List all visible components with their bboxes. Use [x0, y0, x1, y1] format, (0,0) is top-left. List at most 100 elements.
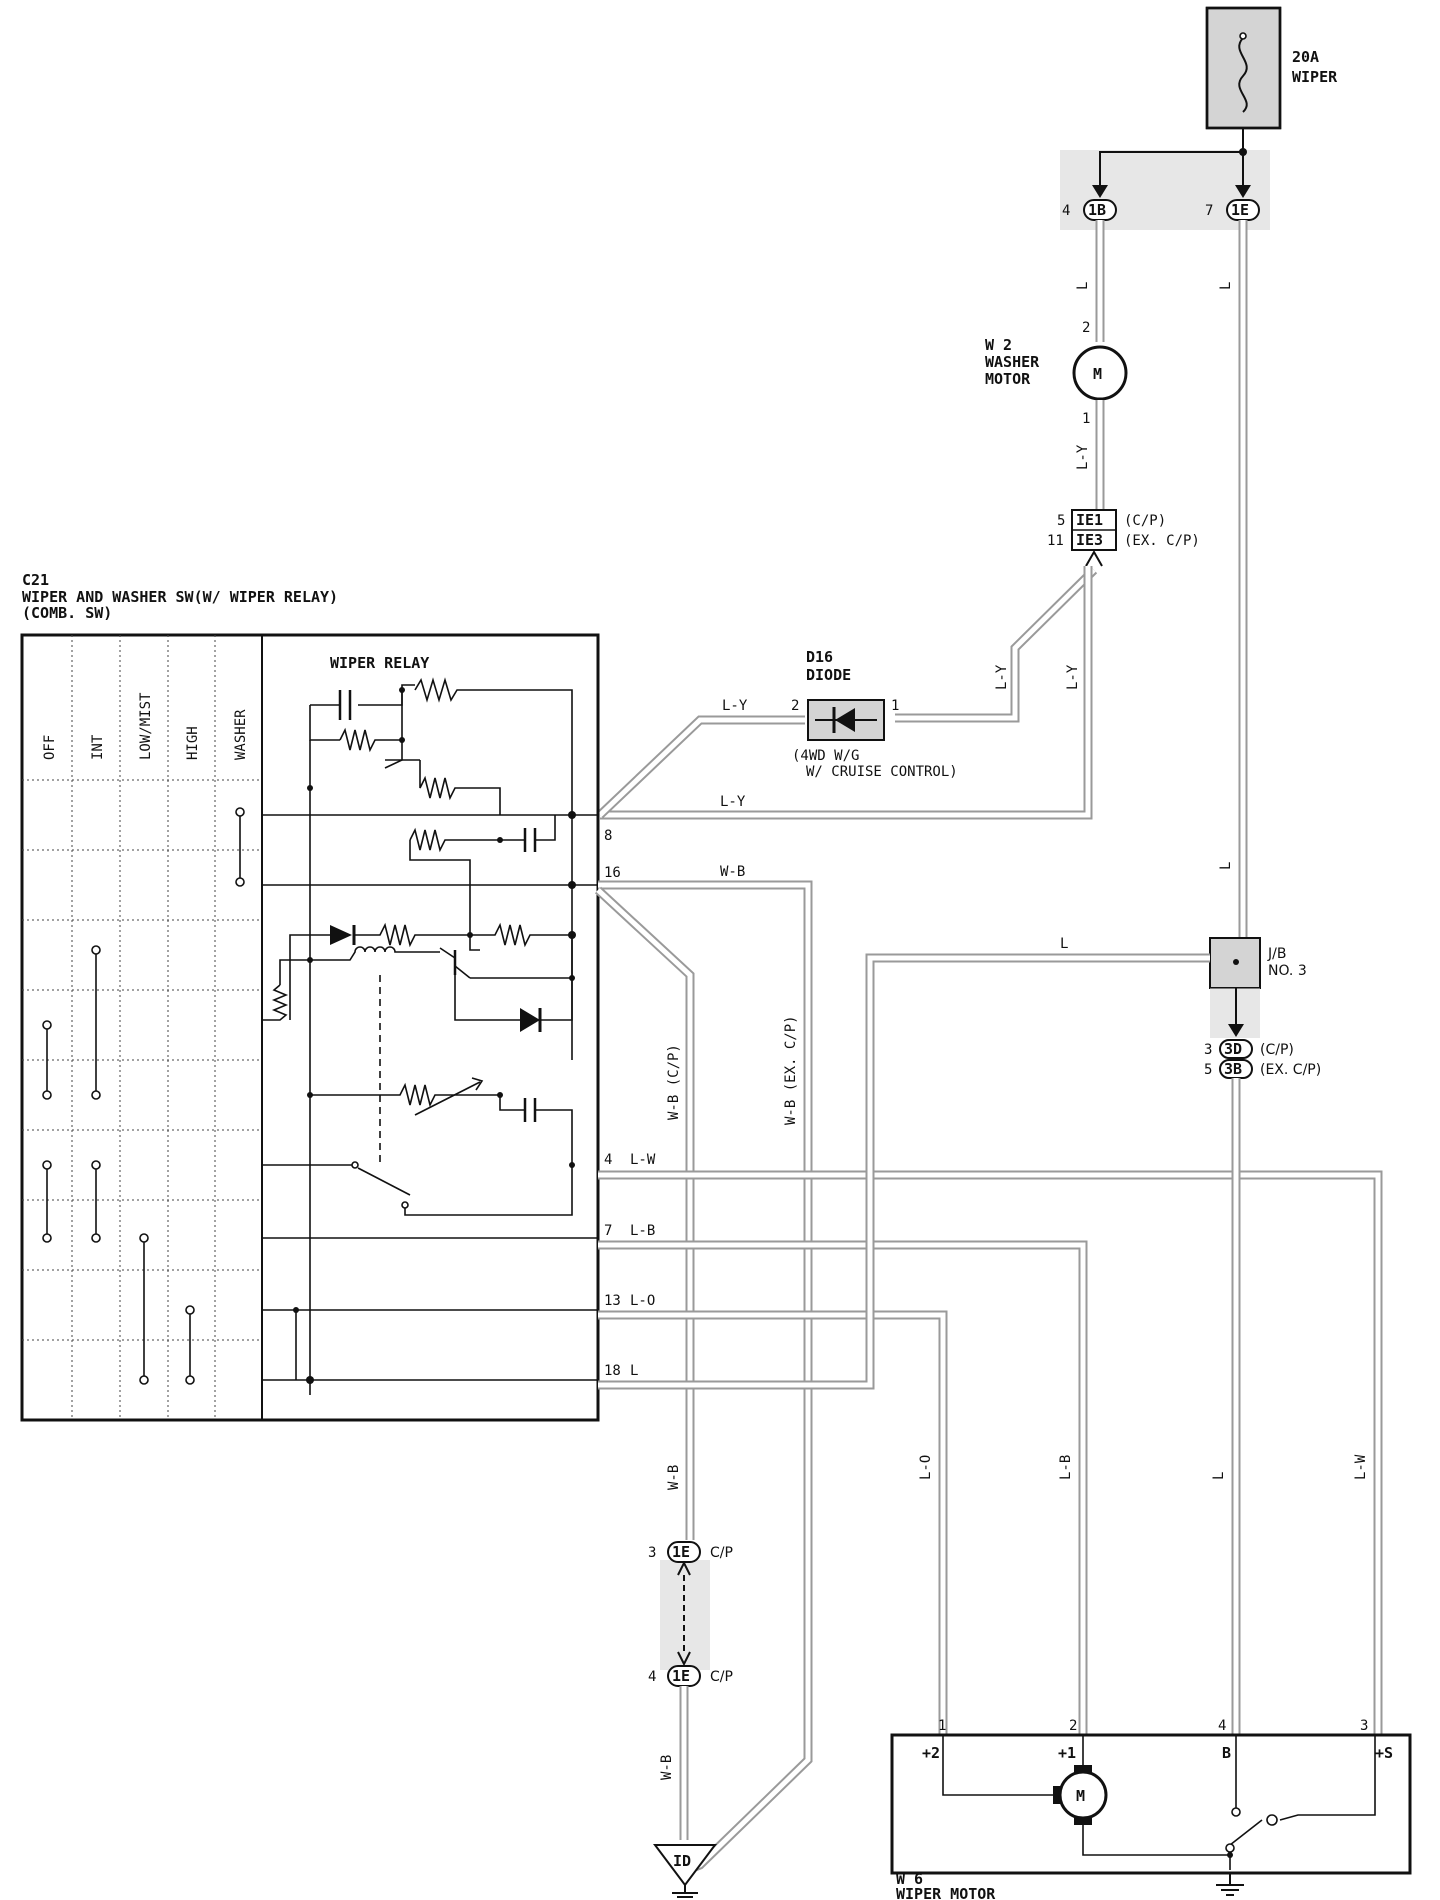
svg-text:1: 1	[938, 1718, 946, 1734]
wire-label-lo: L-O	[918, 1455, 934, 1480]
wire-label-wb-excp: W-B (EX. C/P)	[783, 1015, 799, 1125]
svg-text:2: 2	[1069, 1718, 1077, 1734]
switch-col-high: HIGH	[185, 726, 201, 760]
svg-text:D16: D16	[806, 648, 833, 666]
svg-text:2: 2	[791, 698, 799, 714]
wire-label-wb-2: W-B	[666, 1465, 682, 1490]
svg-text:NO. 3: NO. 3	[1268, 963, 1307, 979]
wire-label-l-2: L	[1218, 282, 1234, 290]
connector-1e-top: 1E 7	[1205, 199, 1260, 221]
wiper-motor-name: WIPER MOTOR	[896, 1885, 996, 1900]
svg-text:3: 3	[1204, 1042, 1212, 1058]
svg-text:1: 1	[1082, 411, 1090, 427]
svg-text:J/B: J/B	[1267, 946, 1286, 962]
svg-text:MOTOR: MOTOR	[985, 370, 1031, 388]
svg-text:C21: C21	[22, 571, 49, 589]
svg-text:ID: ID	[673, 1852, 691, 1870]
fuse-20a-wiper: 20A WIPER	[1205, 6, 1338, 130]
svg-text:WASHER: WASHER	[985, 353, 1040, 371]
svg-text:(4WD W/G: (4WD W/G	[792, 748, 859, 764]
wire-label-l-5: L	[1211, 1472, 1227, 1480]
connector-1b: 1B 4	[1062, 199, 1117, 221]
wire-label-ly-5: L-Y	[722, 698, 748, 714]
switch-pin-18: 18	[604, 1363, 621, 1379]
connector-1e-low: 1E 4 C/P	[648, 1665, 733, 1687]
connector-1e-mid: 1E 3 C/P	[648, 1541, 733, 1563]
svg-text:(C/P): (C/P)	[1260, 1042, 1294, 1058]
wiper-motor-w6: 1 2 4 3 +2 +1 B +S M W 6	[890, 1718, 1412, 1888]
svg-text:W 6: W 6	[896, 1870, 923, 1888]
wiper-relay-label: WIPER RELAY	[330, 654, 429, 672]
svg-text:4: 4	[1218, 1718, 1226, 1734]
wire-label-wb-cp: W-B (C/P)	[666, 1044, 682, 1120]
svg-text:5: 5	[1057, 513, 1065, 529]
svg-text:B: B	[1222, 1744, 1231, 1762]
fuse-sub-label: WIPER	[1292, 68, 1338, 86]
svg-text:W 2: W 2	[985, 336, 1012, 354]
svg-text:DIODE: DIODE	[806, 666, 851, 684]
wire-label-l-1: L	[1075, 282, 1091, 290]
switch-pin-4: 4	[604, 1152, 612, 1168]
svg-text:C/P: C/P	[710, 1669, 733, 1685]
svg-text:+2: +2	[922, 1744, 940, 1762]
diode-d16: D16 DIODE 2 1 (4WD W/G W/ CRUISE CONTROL…	[791, 648, 958, 780]
switch-pin-13-color: L-O	[630, 1293, 655, 1309]
wire-label-l-3: L	[1218, 862, 1234, 870]
ground-id: ID	[653, 1844, 717, 1898]
svg-text:4: 4	[648, 1669, 656, 1685]
svg-text:7: 7	[1205, 203, 1213, 219]
wire-label-ly-4: L-Y	[720, 794, 746, 810]
svg-text:3D: 3D	[1224, 1040, 1242, 1058]
svg-text:+1: +1	[1058, 1744, 1076, 1762]
svg-text:(EX. C/P): (EX. C/P)	[1124, 533, 1200, 549]
switch-pin-18-color: L	[630, 1363, 638, 1379]
switch-pin-4-color: L-W	[630, 1152, 656, 1168]
svg-text:1B: 1B	[1088, 201, 1106, 219]
switch-pin-13: 13	[604, 1293, 621, 1309]
wire-label-ly-3: L-Y	[1065, 664, 1081, 690]
svg-text:(EX. C/P): (EX. C/P)	[1260, 1062, 1321, 1078]
svg-text:3: 3	[1360, 1718, 1368, 1734]
svg-text:3: 3	[648, 1545, 656, 1561]
svg-text:+S: +S	[1375, 1744, 1393, 1762]
svg-text:IE1: IE1	[1076, 511, 1103, 529]
fuse-label: 20A	[1292, 48, 1319, 66]
svg-text:C/P: C/P	[710, 1545, 733, 1561]
wire-label-l-4: L	[1060, 936, 1068, 952]
switch-col-washer: WASHER	[233, 709, 249, 760]
wire-label-ly-1: L-Y	[1075, 444, 1091, 470]
svg-text:(COMB. SW): (COMB. SW)	[22, 604, 112, 622]
wire-label-wb-3: W-B	[659, 1755, 675, 1780]
wire-label-lw: L-W	[1353, 1454, 1369, 1480]
svg-text:1: 1	[891, 698, 899, 714]
svg-text:4: 4	[1062, 203, 1070, 219]
switch-col-low-mist: LOW/MIST	[138, 692, 154, 760]
connector-ie1-ie3: IE1 IE3 5 11 (C/P) (EX. C/P)	[1047, 509, 1200, 551]
switch-pin-16: 16	[604, 865, 621, 881]
svg-text:1E: 1E	[1231, 201, 1249, 219]
switch-col-off: OFF	[42, 735, 58, 760]
washer-motor-w2: 2 M W 2 WASHER MOTOR 1	[985, 320, 1128, 427]
svg-text:1E: 1E	[672, 1667, 690, 1685]
connector-3d-3b: 3D 3B 3 5 (C/P) (EX. C/P)	[1204, 1039, 1321, 1079]
svg-text:W/ CRUISE CONTROL): W/ CRUISE CONTROL)	[806, 764, 958, 780]
junction-block-no3: J/B NO. 3	[1209, 937, 1307, 989]
svg-text:2: 2	[1082, 320, 1090, 336]
wiper-motor-ground	[1216, 1873, 1244, 1896]
switch-col-int: INT	[90, 734, 106, 760]
wire-label-ly-2: L-Y	[994, 664, 1010, 690]
svg-text:5: 5	[1204, 1062, 1212, 1078]
wire-label-wb-1: W-B	[720, 864, 745, 880]
svg-text:1E: 1E	[672, 1543, 690, 1561]
switch-pin-7-color: L-B	[630, 1223, 655, 1239]
svg-text:(C/P): (C/P)	[1124, 513, 1166, 529]
switch-c21: C21 WIPER AND WASHER SW(W/ WIPER RELAY) …	[20, 571, 600, 1422]
switch-pin-7: 7	[604, 1223, 612, 1239]
switch-pin-8: 8	[604, 828, 612, 844]
wire-label-lb: L-B	[1058, 1455, 1074, 1480]
svg-text:11: 11	[1047, 533, 1064, 549]
wire-fuse-to-1b	[1099, 151, 1243, 190]
svg-text:M: M	[1076, 1787, 1085, 1805]
svg-text:WIPER AND WASHER SW(W/ WIPER R: WIPER AND WASHER SW(W/ WIPER RELAY)	[22, 588, 338, 606]
